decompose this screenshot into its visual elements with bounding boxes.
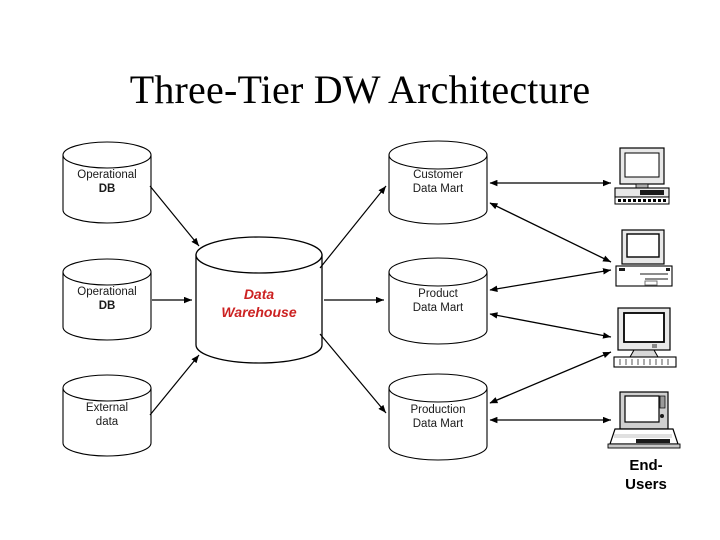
flow-external-to-dw: [149, 354, 200, 416]
node-external-data[interactable]: [62, 374, 152, 457]
icon-desktop-computer-2[interactable]: [615, 229, 673, 287]
cylinder-top: [62, 374, 152, 402]
cylinder-top: [388, 257, 488, 287]
link-customer-mart-computer-2: [489, 202, 612, 263]
icon-laptop-computer-4[interactable]: [607, 391, 681, 449]
flow-opdb1-to-dw: [149, 185, 200, 247]
cylinder-top: [195, 236, 323, 274]
node-product-data-mart[interactable]: [388, 257, 488, 345]
cylinder-top: [62, 258, 152, 286]
link-production-mart-computer-3: [489, 351, 612, 404]
end-users-label-line-1: End-: [629, 457, 663, 474]
end-users-label: End- Users: [596, 456, 696, 494]
end-users-label-line-2: Users: [625, 476, 667, 493]
page-title: Three-Tier DW Architecture: [129, 67, 591, 112]
node-customer-data-mart[interactable]: [388, 140, 488, 225]
link-product-mart-computer-3: [489, 312, 612, 339]
cylinder-top: [62, 141, 152, 169]
icon-desktop-computer-1[interactable]: [614, 147, 670, 205]
node-production-data-mart[interactable]: [388, 373, 488, 461]
cylinder-top: [388, 373, 488, 403]
icon-desktop-computer-3[interactable]: [613, 307, 677, 368]
cylinder-top: [388, 140, 488, 170]
node-operational-db-1[interactable]: [62, 141, 152, 224]
node-data-warehouse[interactable]: [195, 236, 323, 364]
link-product-mart-computer-2: [489, 268, 612, 292]
node-operational-db-2[interactable]: [62, 258, 152, 341]
flow-dw-to-production-mart: [319, 333, 387, 414]
flow-dw-to-customer-mart: [319, 185, 387, 269]
